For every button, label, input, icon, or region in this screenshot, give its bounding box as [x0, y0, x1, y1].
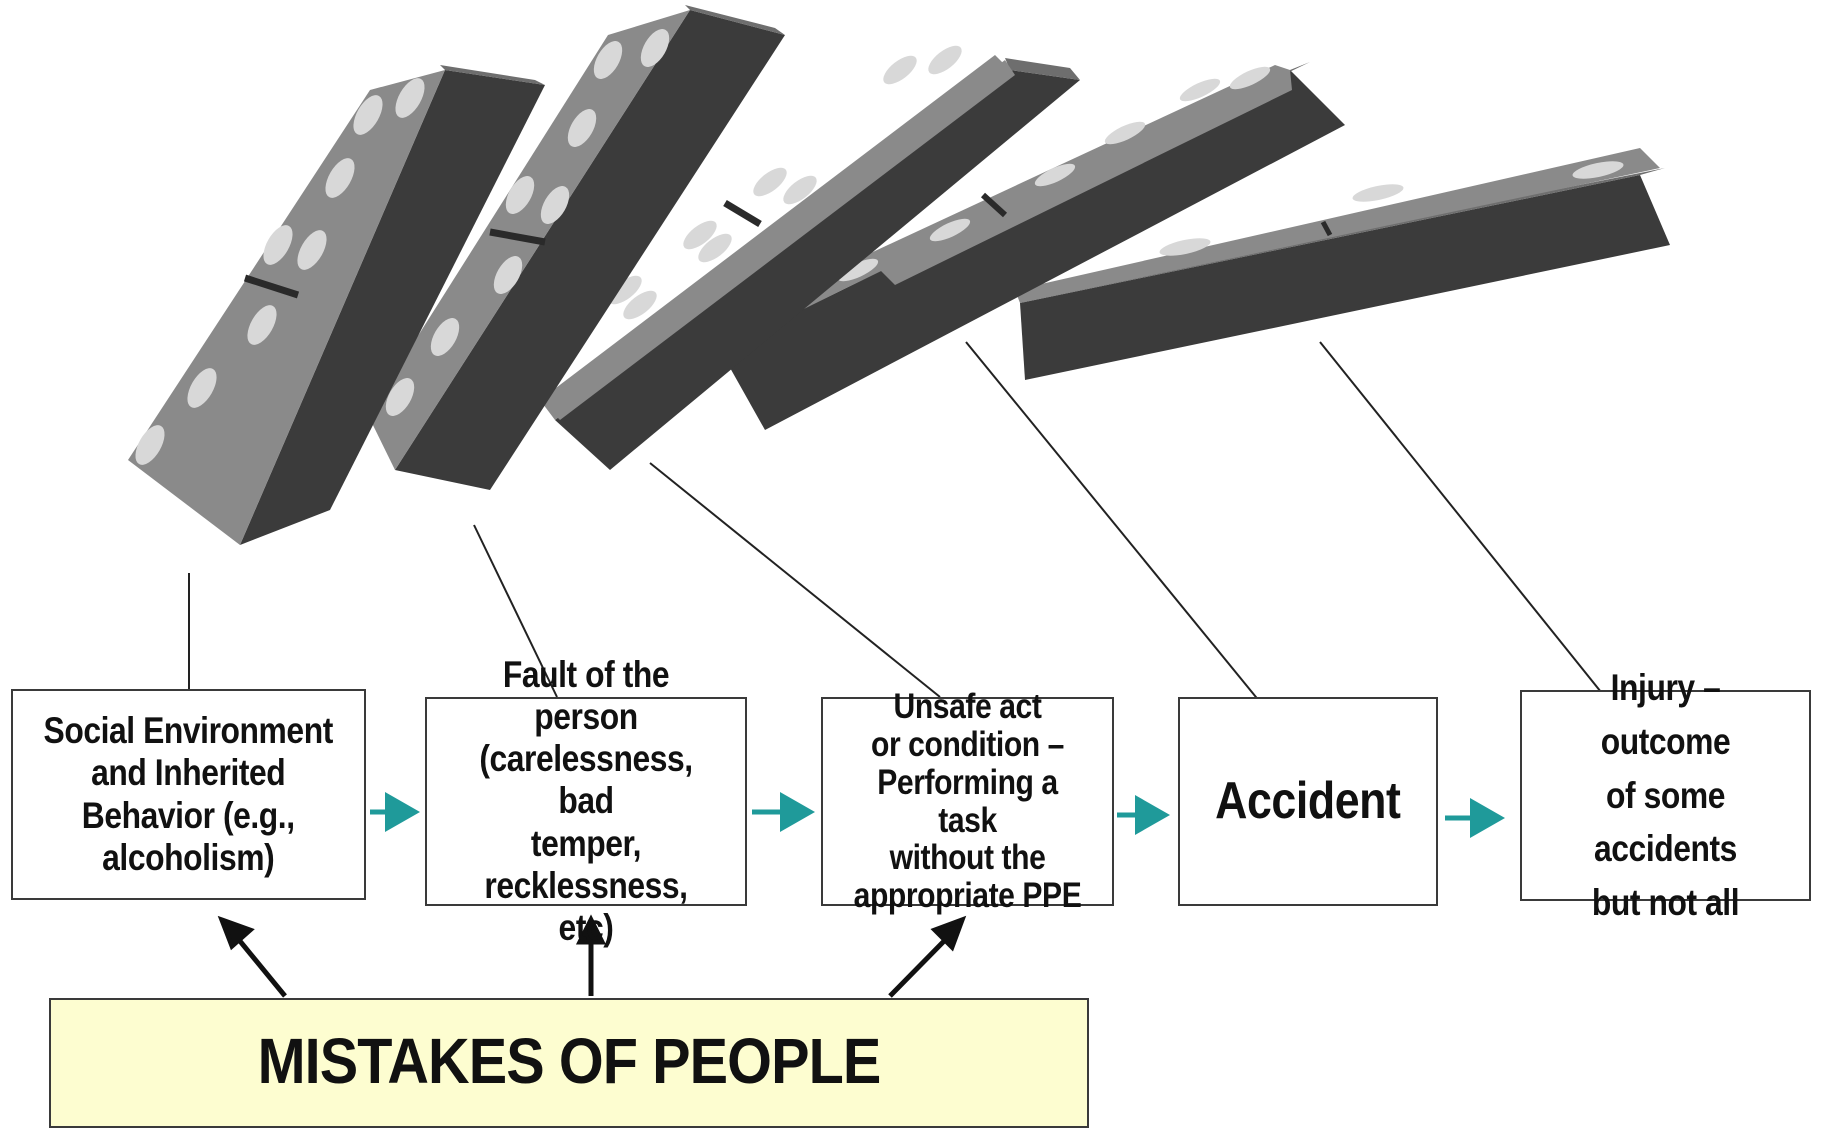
pip	[837, 258, 879, 282]
pip	[135, 425, 165, 465]
pip	[430, 318, 460, 356]
pip	[567, 109, 597, 147]
mistake-arrow-3	[888, 933, 952, 998]
pip	[698, 233, 732, 263]
mistakes-of-people-box: MISTAKES OF PEOPLE	[49, 998, 1089, 1128]
pip	[623, 290, 657, 320]
domino-3	[540, 45, 1080, 470]
pip	[1034, 163, 1076, 187]
box-accident-label: Accident	[1215, 771, 1401, 830]
pip	[325, 158, 355, 198]
mistakes-of-people-label: MISTAKES OF PEOPLE	[257, 1025, 882, 1097]
leader-line-2	[473, 524, 558, 698]
pip	[247, 305, 277, 345]
pip	[505, 176, 535, 214]
pip	[753, 167, 787, 197]
pip	[395, 78, 425, 118]
pip	[1159, 238, 1211, 256]
flow-arrows	[370, 792, 1505, 838]
mistake-arrow-3-head	[930, 915, 967, 952]
domino-4	[705, 62, 1345, 430]
pip	[593, 41, 623, 79]
box-unsafe-act-label: Unsafe act or condition – Performing a t…	[853, 687, 1082, 916]
pip	[928, 45, 962, 75]
pip	[1572, 161, 1624, 179]
pip	[263, 225, 293, 265]
leader-line-5	[1319, 341, 1606, 698]
box-injury: Injury – outcome of some accidents but n…	[1520, 667, 1811, 923]
pip	[353, 95, 383, 135]
pip	[540, 186, 570, 224]
box-injury-label: Injury – outcome of some accidents but n…	[1591, 667, 1740, 923]
pip	[385, 378, 415, 416]
mistake-arrow-1	[233, 933, 287, 998]
box-fault-of-person: Fault of the person (carelessness, bad t…	[425, 654, 747, 948]
pip	[1229, 66, 1271, 90]
pip	[493, 256, 523, 294]
box-fault-of-person-label: Fault of the person (carelessness, bad t…	[479, 653, 693, 948]
leader-line-3	[649, 462, 941, 698]
domino-5	[1015, 148, 1670, 380]
pip	[187, 368, 217, 408]
pip	[883, 55, 917, 85]
leader-line-4	[965, 341, 1261, 703]
pip	[783, 175, 817, 205]
pip	[640, 29, 670, 67]
box-unsafe-act: Unsafe act or condition – Performing a t…	[821, 688, 1114, 914]
box-accident: Accident	[1178, 697, 1438, 906]
domino-1	[128, 65, 545, 545]
box-social-environment: Social Environment and Inherited Behavio…	[11, 689, 366, 900]
pip	[608, 275, 642, 305]
pip	[1352, 184, 1404, 202]
pip	[1179, 78, 1221, 102]
pip	[297, 230, 327, 270]
mistake-arrow-1-head	[217, 915, 255, 951]
pip	[929, 218, 971, 242]
mistake-arrows	[217, 914, 967, 998]
pip	[683, 220, 717, 250]
mistake-arrow-2-head	[575, 914, 607, 945]
box-social-environment-label: Social Environment and Inherited Behavio…	[43, 710, 334, 878]
domino-2	[368, 5, 785, 490]
pip	[1104, 121, 1146, 145]
leader-lines	[188, 341, 1606, 703]
